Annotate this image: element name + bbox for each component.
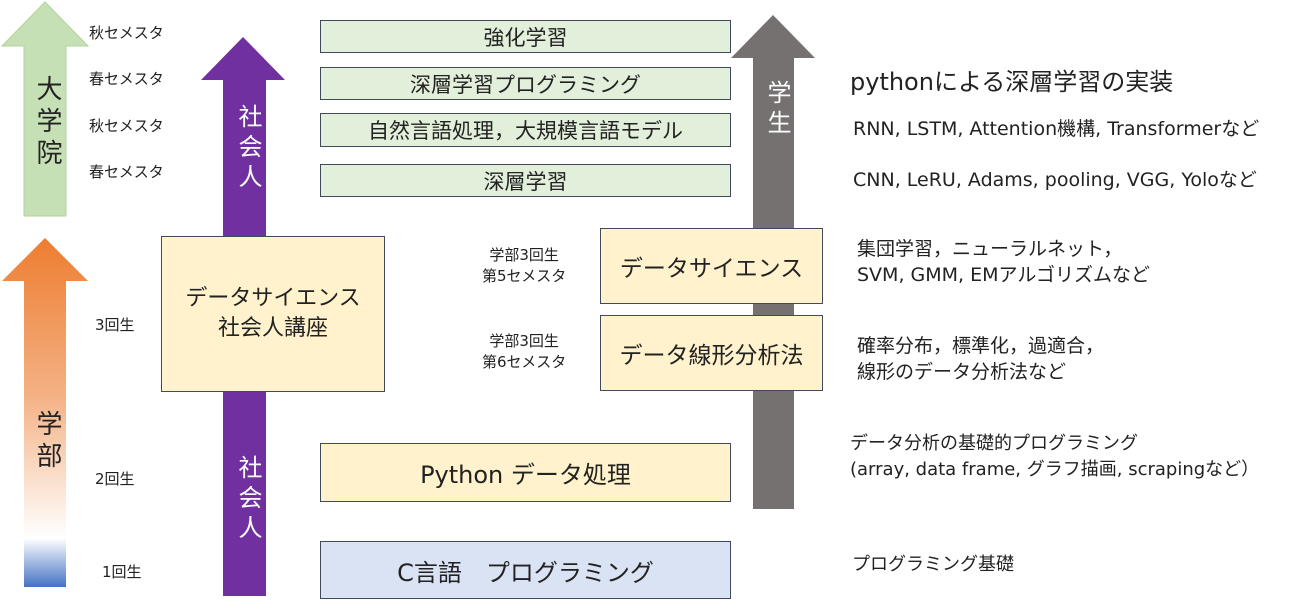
desc-python-topics: データ分析の基礎的プログラミング (array, data frame, グラフ… bbox=[850, 431, 1259, 483]
linear-semester-label: 学部3回生 第6セメスタ bbox=[482, 331, 566, 373]
year-label: 1回生 bbox=[102, 563, 142, 581]
student-label: 学生 bbox=[763, 80, 791, 140]
desc-linear-line1: 確率分布，標準化，過適合， bbox=[857, 335, 1105, 357]
semester-label: 春セメスタ bbox=[89, 70, 164, 88]
desc-ds-line2: SVM, GMM, EMアルゴリズムなど bbox=[857, 264, 1150, 286]
desc-linear-line2: 線形のデータ分析法など bbox=[857, 361, 1067, 383]
linear-semester-line2: 第6セメスタ bbox=[482, 353, 567, 371]
course-nlp-llm: 自然言語処理，大規模言語モデル bbox=[320, 113, 731, 147]
semester-label: 春セメスタ bbox=[89, 163, 164, 181]
desc-nlp-topics: RNN, LSTM, Attention機構, Transformerなど bbox=[853, 118, 1260, 140]
graduate-label: 大学院 bbox=[32, 75, 62, 171]
course-reinforcement-learning: 強化学習 bbox=[320, 20, 731, 53]
undergrad-arrow bbox=[2, 238, 88, 587]
course-ds-working-adults: データサイエンス 社会人講座 bbox=[161, 236, 385, 392]
desc-linear-topics: 確率分布，標準化，過適合， 線形のデータ分析法など bbox=[857, 333, 1104, 385]
course-python-data: Python データ処理 bbox=[320, 443, 731, 502]
working-adult-label-lower: 社会人 bbox=[234, 455, 262, 545]
course-data-science: データサイエンス bbox=[600, 228, 823, 304]
ds-semester-label: 学部3回生 第5セメスタ bbox=[482, 245, 566, 287]
semester-label: 秋セメスタ bbox=[89, 117, 164, 135]
course-dl-programming: 深層学習プログラミング bbox=[320, 67, 731, 100]
graduate-arrow bbox=[0, 1, 90, 217]
desc-python-line1: データ分析の基礎的プログラミング bbox=[850, 433, 1138, 454]
working-adult-label-upper: 社会人 bbox=[234, 104, 262, 194]
course-deep-learning: 深層学習 bbox=[320, 164, 731, 197]
course-c-programming: C言語 プログラミング bbox=[320, 541, 731, 599]
linear-semester-line1: 学部3回生 bbox=[489, 332, 559, 350]
year-label: 2回生 bbox=[95, 470, 135, 488]
desc-python-impl: pythonによる深層学習の実装 bbox=[850, 68, 1174, 96]
ds-semester-line1: 学部3回生 bbox=[489, 246, 559, 264]
ds-semester-line2: 第5セメスタ bbox=[482, 267, 567, 285]
undergrad-label: 学部 bbox=[32, 410, 62, 474]
course-ds-working-line1: データサイエンス bbox=[185, 286, 361, 311]
course-linear-analysis: データ線形分析法 bbox=[600, 315, 823, 391]
desc-ds-line1: 集団学習，ニューラルネット， bbox=[857, 238, 1123, 260]
desc-python-line2: (array, data frame, グラフ描画, scrapingなど） bbox=[850, 459, 1260, 480]
desc-c-topics: プログラミング基礎 bbox=[852, 554, 1014, 575]
desc-ds-topics: 集団学習，ニューラルネット， SVM, GMM, EMアルゴリズムなど bbox=[857, 236, 1150, 288]
desc-dl-topics: CNN, LeRU, Adams, pooling, VGG, Yoloなど bbox=[853, 169, 1257, 191]
year-label: 3回生 bbox=[95, 316, 135, 334]
course-ds-working-line2: 社会人講座 bbox=[217, 316, 328, 341]
semester-label: 秋セメスタ bbox=[89, 24, 164, 42]
